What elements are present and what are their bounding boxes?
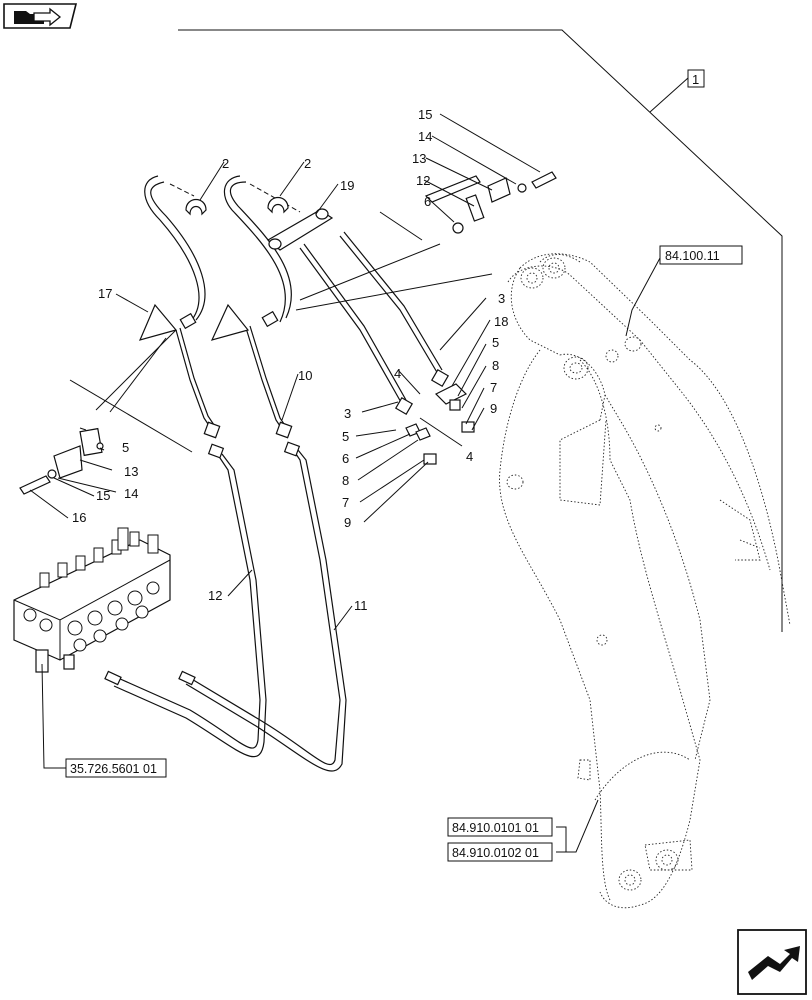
- ref-boom: 84.100.11: [665, 249, 720, 263]
- ref-arm-2: 84.910.0102 01: [452, 846, 539, 860]
- hydraulic-hoses: [104, 441, 347, 772]
- callout-18: 18: [494, 314, 508, 329]
- callout-12b: 12: [208, 588, 222, 603]
- callout-14a: 14: [418, 129, 432, 144]
- callout-2b: 2: [304, 156, 311, 171]
- callout-11: 11: [354, 598, 368, 613]
- callout-8a: 8: [492, 358, 499, 373]
- callout-15b: 15: [96, 488, 110, 503]
- callout-8b: 8: [342, 473, 349, 488]
- ref-arm-1: 84.910.0101 01: [452, 821, 539, 835]
- callout-9b: 9: [344, 515, 351, 530]
- callout-6a: 6: [424, 194, 431, 209]
- assembly-leader: [178, 29, 783, 632]
- callout-19: 19: [340, 178, 354, 193]
- next-page-arrow-icon[interactable]: [737, 929, 807, 995]
- callout-5c: 5: [122, 440, 129, 455]
- callout-4b: 4: [466, 449, 473, 464]
- loader-boom: [499, 253, 791, 909]
- callout-17: 17: [98, 286, 112, 301]
- callout-12a: 12: [416, 173, 430, 188]
- leader-lines: [29, 113, 661, 853]
- callout-3a: 3: [498, 291, 505, 306]
- callout-4a: 4: [394, 366, 401, 381]
- section-lines: [69, 211, 493, 453]
- callout-3b: 3: [344, 406, 351, 421]
- callout-6b: 6: [342, 451, 349, 466]
- callout-14b: 14: [124, 486, 138, 501]
- callout-16: 16: [72, 510, 86, 525]
- ref-valve: 35.726.5601 01: [70, 762, 157, 776]
- callout-labels: 1 2 2 19 15 14 13 12 6 17 3 18 5 8 7 9 4…: [72, 69, 705, 613]
- callout-7a: 7: [490, 380, 497, 395]
- callout-13a: 13: [412, 151, 426, 166]
- hydraulic-pipes: [138, 175, 450, 439]
- control-valve[interactable]: [13, 527, 171, 673]
- reference-labels[interactable]: 84.100.11 35.726.5601 01 84.910.0101 01 …: [65, 245, 743, 862]
- callout-1: 1: [692, 72, 699, 87]
- callout-2a: 2: [222, 156, 229, 171]
- callout-7b: 7: [342, 495, 349, 510]
- fittings-hardware: [19, 171, 557, 495]
- callout-5b: 5: [342, 429, 349, 444]
- callout-13b: 13: [124, 464, 138, 479]
- callout-5a: 5: [492, 335, 499, 350]
- folder-arrow-icon[interactable]: [3, 3, 78, 29]
- clamps: [185, 196, 334, 251]
- callout-9a: 9: [490, 401, 497, 416]
- callout-10: 10: [298, 368, 312, 383]
- callout-15a: 15: [418, 107, 432, 122]
